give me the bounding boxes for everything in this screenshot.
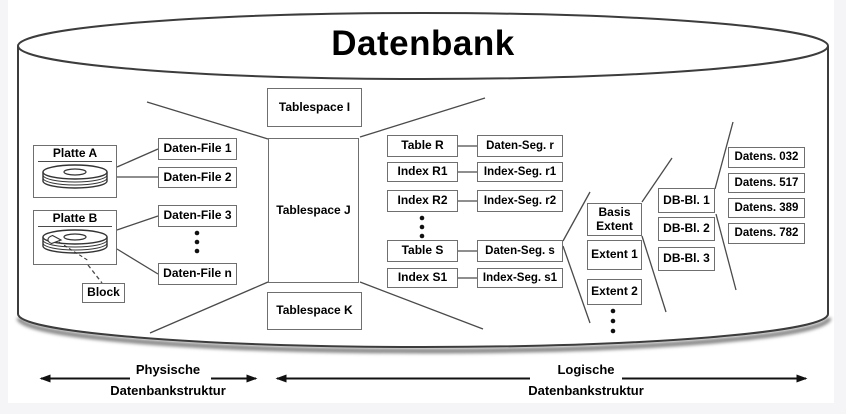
logical-structure-label: Logische Datenbankstruktur [516, 362, 656, 398]
record-389-box: Datens. 389 [728, 198, 805, 218]
link-disk-block-dashed [87, 264, 103, 284]
basis-extent-box: Basis Extent [587, 203, 642, 236]
ellipsis-dots-extents [610, 308, 616, 334]
basis-extent-line2: Extent [596, 218, 633, 233]
fan-tables-bottom [359, 281, 484, 330]
cylinder-bottom-shadow [16, 317, 832, 354]
table-s-box: Table S [387, 240, 458, 262]
tablespace-i-box: Tablespace I [267, 88, 362, 127]
table-r-box: Table R [387, 135, 458, 157]
page-title: Datenbank [331, 24, 515, 63]
index-r1-box: Index R1 [387, 162, 458, 182]
ellipsis-dots-files [194, 230, 200, 254]
cylinder-top [17, 12, 829, 80]
tablespace-j-box: Tablespace J [268, 138, 359, 283]
fan-files-bottom [149, 281, 269, 334]
daten-seg-s-box: Daten-Seg. s [477, 240, 563, 262]
tablespace-k-box: Tablespace K [267, 292, 362, 330]
basis-extent-line1: Basis [598, 205, 631, 220]
extent-2-box: Extent 2 [587, 279, 642, 305]
record-032-box: Datens. 032 [728, 147, 805, 168]
index-seg-s1-box: Index-Seg. s1 [477, 268, 563, 288]
fan-extents-bottom [562, 245, 591, 324]
link-platte-a-file1 [116, 148, 159, 168]
physical-structure-label: Physische Datenbankstruktur [98, 362, 238, 398]
fan-tables-top [359, 97, 486, 138]
fan-extents-top [562, 191, 591, 242]
link-platte-b-file3 [116, 215, 159, 231]
db-block-2-box: DB-Bl. 2 [658, 217, 715, 241]
fan-dbblocks-bottom [641, 235, 667, 313]
platte-a-label: Platte A [38, 146, 112, 163]
fan-dbblocks-top [641, 157, 673, 203]
daten-file-2-box: Daten-File 2 [158, 167, 237, 188]
index-r2-box: Index R2 [387, 190, 458, 212]
index-seg-r2-box: Index-Seg. r2 [477, 190, 563, 212]
logical-structure-line1: Logische [557, 362, 615, 377]
fan-records-top [714, 121, 734, 190]
platte-b-label: Platte B [38, 211, 112, 228]
ellipsis-dots-tables [419, 215, 425, 239]
physical-structure-line2: Datenbankstruktur [110, 383, 226, 398]
index-s1-box: Index S1 [387, 268, 458, 288]
platte-a-box: Platte A [33, 145, 117, 198]
fan-files-top [146, 101, 269, 140]
daten-seg-r-box: Daten-Seg. r [477, 135, 563, 157]
record-782-box: Datens. 782 [728, 223, 805, 244]
logical-structure-line2: Datenbankstruktur [528, 383, 644, 398]
index-seg-r1-box: Index-Seg. r1 [477, 162, 563, 182]
record-517-box: Datens. 517 [728, 173, 805, 193]
disk-icon [42, 164, 108, 190]
db-block-3-box: DB-Bl. 3 [658, 247, 715, 271]
disk-with-block-icon [42, 229, 108, 262]
daten-file-3-box: Daten-File 3 [158, 205, 237, 227]
db-block-1-box: DB-Bl. 1 [658, 188, 715, 213]
daten-file-1-box: Daten-File 1 [158, 138, 237, 160]
connector-lines [87, 97, 737, 334]
physical-structure-line1: Physische [135, 362, 201, 377]
fan-records-bottom [715, 213, 737, 291]
link-platte-b-filen [116, 248, 159, 275]
extent-1-box: Extent 1 [587, 240, 642, 270]
daten-file-n-box: Daten-File n [158, 263, 237, 285]
block-box: Block [82, 283, 125, 303]
platte-b-box: Platte B [33, 210, 117, 265]
